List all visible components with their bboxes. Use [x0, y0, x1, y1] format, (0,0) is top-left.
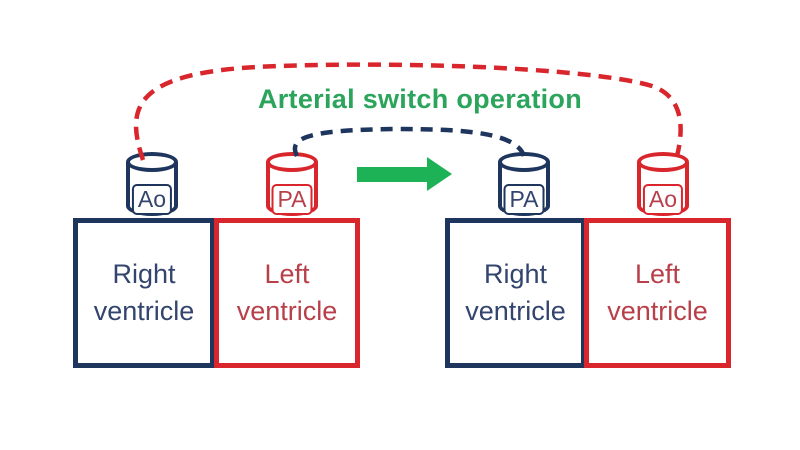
left-ventricle-after-box: Left ventricle: [584, 218, 731, 368]
right-ventricle-after-box: Right ventricle: [445, 218, 586, 368]
vessel-pa-after: PA: [498, 152, 550, 216]
vessel-label-ao-before: Ao: [131, 184, 173, 215]
cylinder-top: [637, 152, 689, 172]
vessel-label-ao-after: Ao: [642, 184, 684, 215]
cylinder-top: [498, 152, 550, 172]
cylinder-top: [266, 152, 318, 172]
left-ventricle-before-box: Left ventricle: [214, 218, 360, 368]
chamber-label: Right ventricle: [465, 259, 566, 326]
chamber-label: Left ventricle: [236, 259, 338, 326]
switch-arrow-icon: [357, 157, 452, 191]
chamber-label: Left ventricle: [607, 259, 708, 326]
vessel-pa-before: PA: [266, 152, 318, 216]
vessel-ao-before: Ao: [126, 152, 178, 216]
diagram-title: Arterial switch operation: [257, 84, 583, 114]
cylinder-top: [126, 152, 178, 172]
vessel-ao-after: Ao: [637, 152, 689, 216]
vessel-label-pa-before: PA: [271, 184, 313, 215]
right-ventricle-before-box: Right ventricle: [73, 218, 215, 368]
vessel-label-pa-after: PA: [503, 184, 545, 215]
pulmonary-switch-dashed-path: [292, 126, 527, 158]
chamber-label: Right ventricle: [93, 259, 195, 326]
